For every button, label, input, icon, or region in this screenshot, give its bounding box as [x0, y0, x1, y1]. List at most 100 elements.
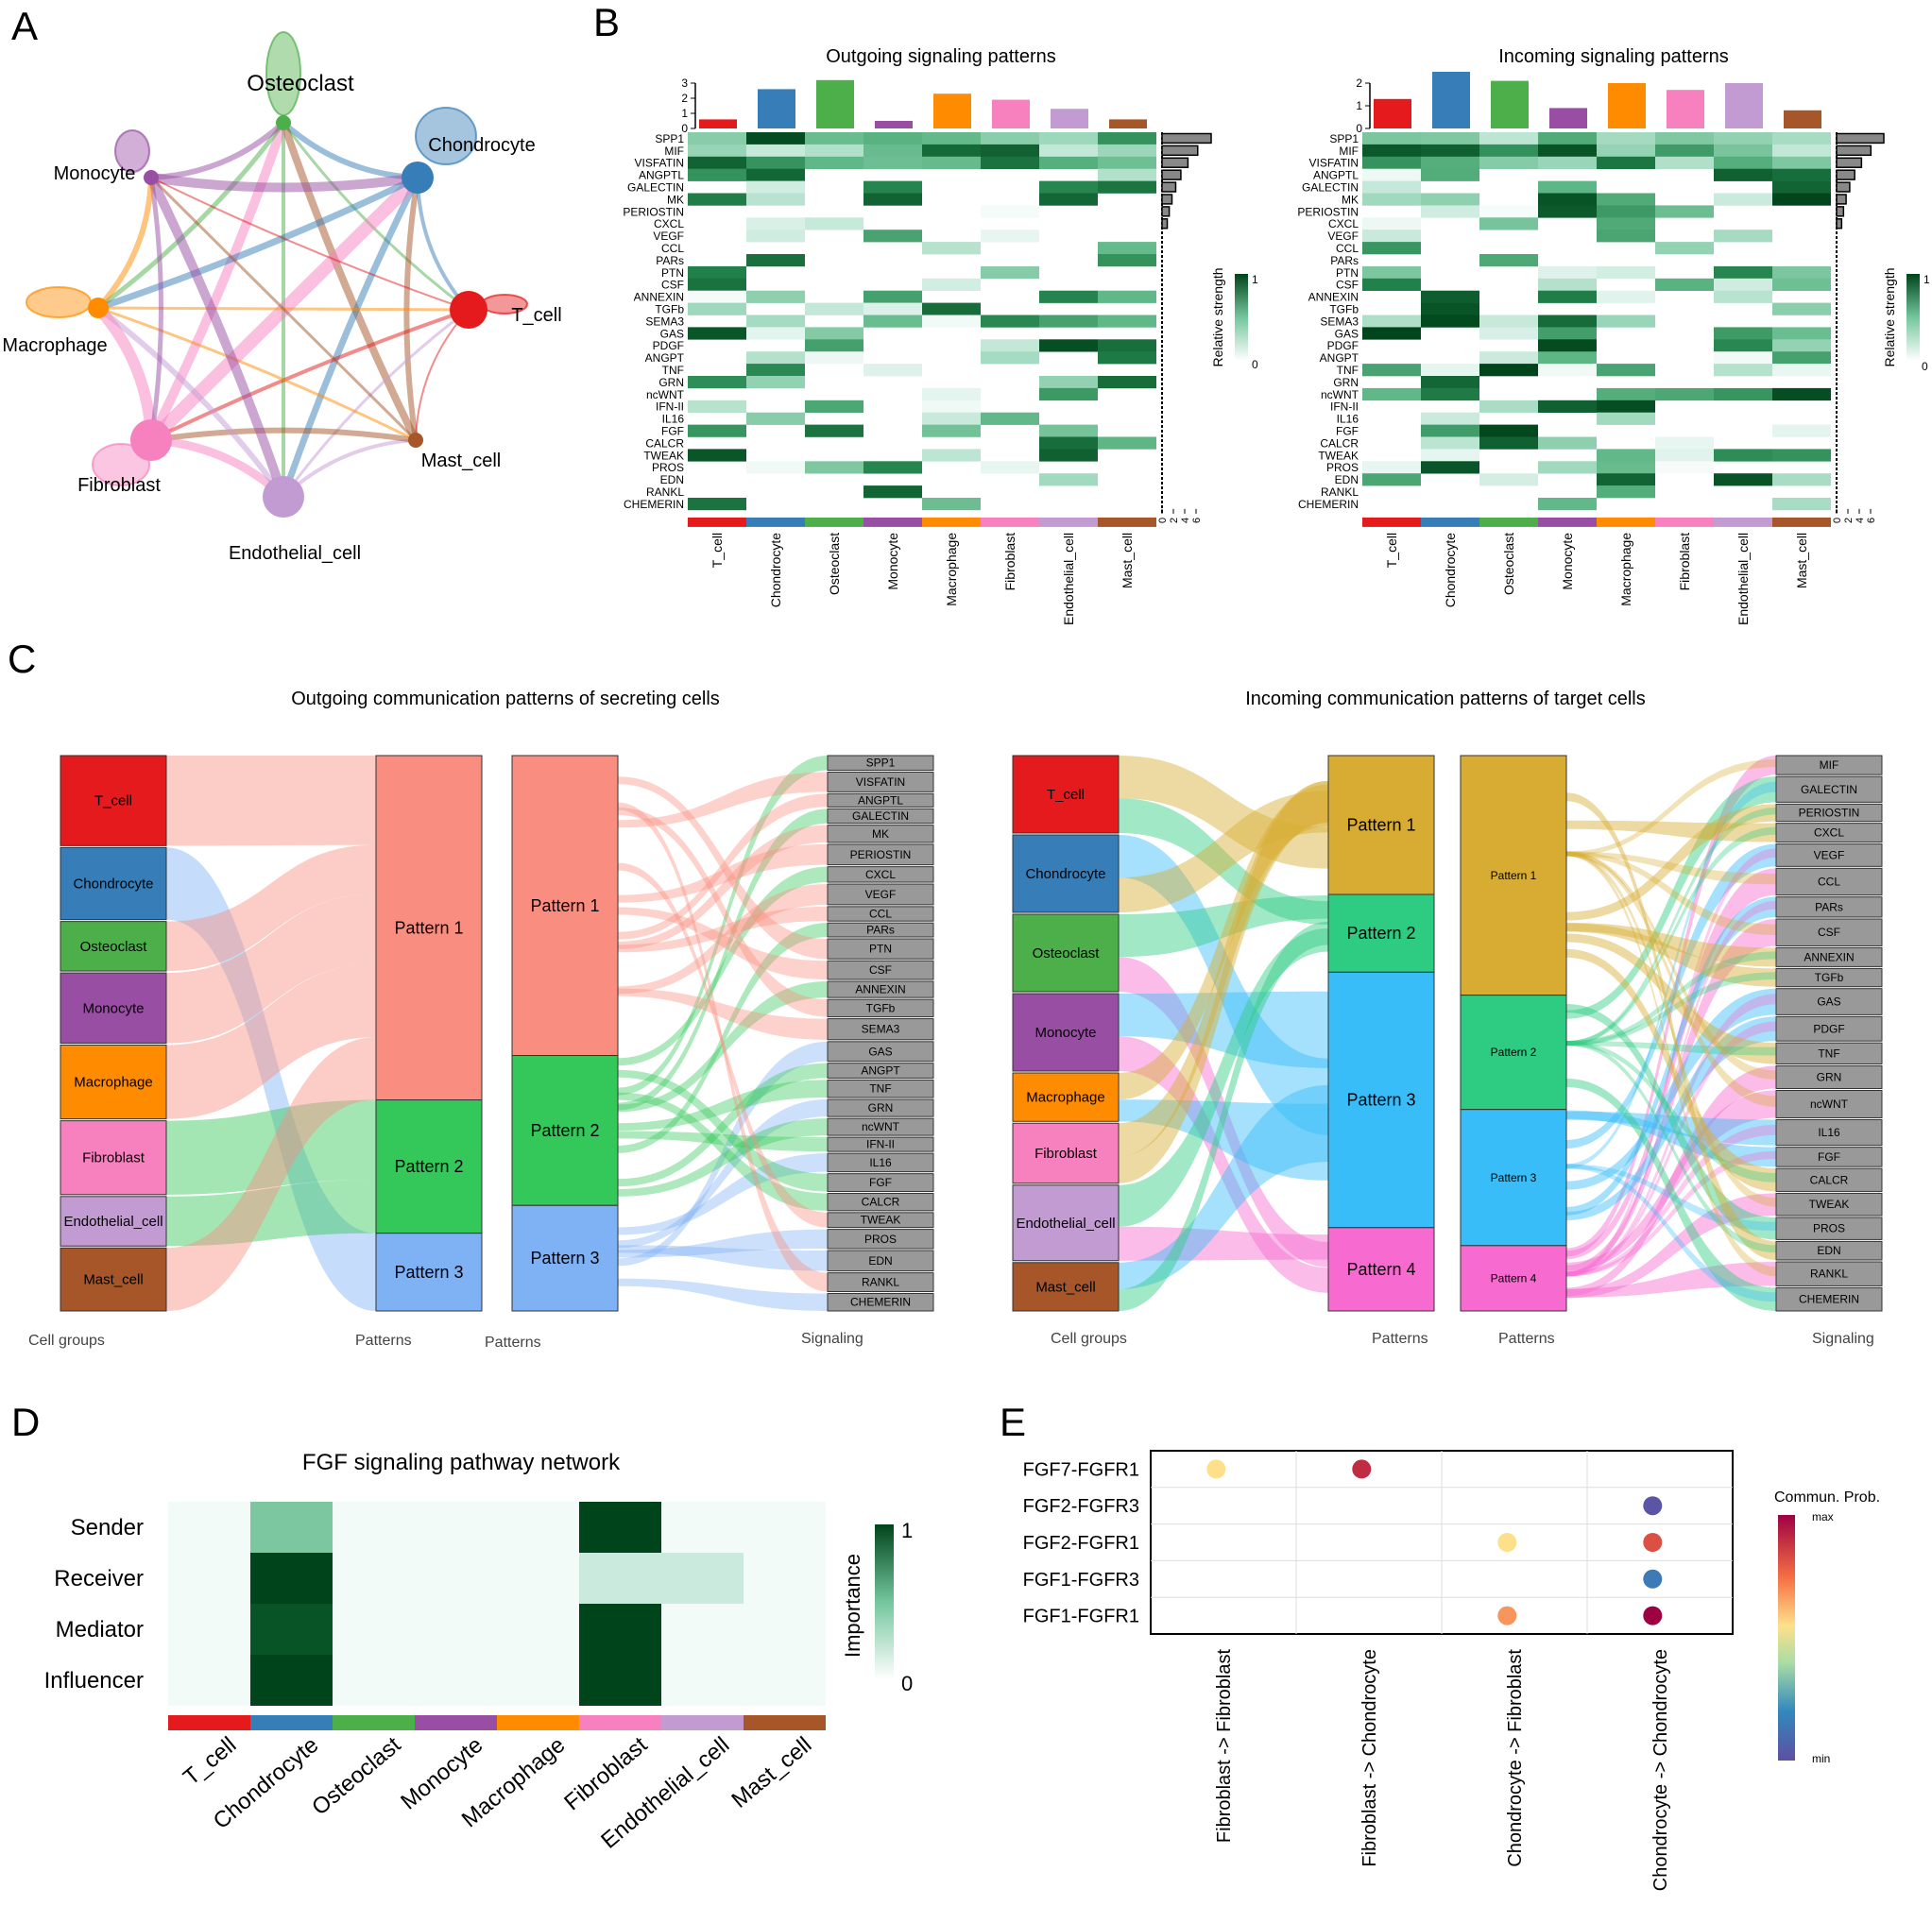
heatmap-cell — [1098, 315, 1156, 328]
alluvial-flow — [618, 1069, 828, 1192]
pathway-label: FGF — [661, 425, 684, 438]
heatmap-cell — [1538, 436, 1597, 450]
signaling-box-label: GALECTIN — [852, 809, 909, 823]
pathway-label: EDN — [660, 473, 684, 486]
pathway-label: PROS — [652, 461, 684, 474]
signaling-box-label: CCL — [1818, 875, 1840, 888]
pathway-label: ncWNT — [646, 388, 685, 401]
signaling-box — [827, 1173, 934, 1193]
heatmap-cell — [1362, 156, 1421, 169]
heatmap-cell — [1098, 351, 1156, 365]
pattern-box-label: Pattern 2 — [394, 1157, 463, 1176]
signaling-box-label: TGFb — [1815, 971, 1844, 984]
network-node-label: Chondrocyte — [428, 135, 535, 156]
heatmap-cell — [863, 180, 922, 194]
heatmap-cell — [746, 351, 805, 365]
heatmap-cell — [922, 412, 981, 425]
signaling-box — [1775, 1217, 1883, 1240]
alluvial-flow — [618, 776, 828, 960]
fgf-heatmap-cell — [661, 1553, 744, 1604]
heatmap-cell — [1039, 339, 1098, 352]
signaling-box-label: CALCR — [1810, 1173, 1849, 1186]
incoming-legend-label: Relative strength — [1882, 267, 1897, 366]
heatmap-cell — [1772, 339, 1831, 352]
panel-label-d: D — [11, 1400, 40, 1444]
heatmap-cell — [1597, 132, 1655, 145]
pattern-box — [1460, 755, 1567, 996]
network-edge — [96, 305, 286, 499]
fgf-heatmap-cell — [579, 1553, 661, 1604]
network-edges — [26, 31, 528, 501]
heatmap-cell — [805, 351, 863, 365]
heatmap-cell — [1538, 278, 1597, 291]
heatmap-cell — [1597, 265, 1655, 280]
alluvial-flow — [1566, 900, 1776, 1277]
c-out-patterns-label-2: Patterns — [485, 1335, 541, 1351]
panel-a-network: OsteoclastChondrocyteT_cellMast_cellEndo… — [2, 31, 562, 564]
side-bar — [1836, 218, 1843, 230]
signaling-box-label: VEGF — [865, 888, 897, 901]
cell-group-box-label: Macrophage — [1026, 1090, 1104, 1106]
heatmap-cell — [1655, 461, 1714, 474]
heatmap-cell — [746, 193, 805, 206]
probability-dot — [1497, 1533, 1517, 1552]
signaling-box — [1775, 1261, 1883, 1286]
heatmap-cell — [805, 339, 863, 352]
pathway-label: PDGF — [653, 339, 684, 352]
side-bar — [1836, 181, 1851, 193]
pathway-label: SPP1 — [1329, 132, 1359, 145]
pathway-label: TGFb — [1329, 303, 1359, 316]
cell-group-box-label: Chondrocyte — [1025, 866, 1105, 882]
heatmap-cell — [1538, 364, 1597, 377]
heatmap-cell — [1039, 144, 1098, 158]
alluvial-flow — [1119, 780, 1328, 1183]
commun-prob-legend-min: min — [1812, 1752, 1830, 1765]
alluvial-flow — [618, 772, 828, 828]
pattern-box — [511, 1055, 619, 1206]
alluvial-flow — [1119, 895, 1328, 958]
alluvial-flow — [1566, 1090, 1776, 1271]
alluvial-flow — [1566, 923, 1776, 987]
alluvial-flow — [1566, 820, 1776, 842]
signaling-box — [827, 1041, 934, 1063]
pattern-box — [1327, 755, 1435, 895]
pathway-label: CALCR — [645, 436, 684, 450]
heatmap-cell — [1538, 327, 1597, 340]
heatmap-cell — [1421, 205, 1479, 218]
alluvial-flow — [1119, 780, 1328, 1157]
pattern-box-label: Pattern 2 — [1346, 924, 1415, 943]
signaling-box — [1775, 967, 1883, 988]
alluvial-flow — [618, 843, 828, 903]
cell-color-bar — [168, 1715, 250, 1730]
alluvial-flow — [1119, 991, 1328, 1068]
top-bar-Chondrocyte — [1432, 72, 1470, 128]
alluvial-flow — [618, 988, 828, 1040]
side-bar — [1836, 194, 1847, 205]
signaling-box-label: CXCL — [1814, 826, 1844, 840]
importance-legend-min: 0 — [901, 1672, 913, 1695]
cell-type-label: Macrophage — [1618, 533, 1633, 606]
side-bar — [1161, 157, 1189, 168]
alluvial-flow — [618, 1063, 828, 1187]
heatmap-cell — [922, 144, 981, 158]
cell-group-box — [60, 755, 167, 846]
heatmap-cell — [1597, 400, 1655, 413]
heatmap-cell — [863, 364, 922, 377]
heatmap-cell — [1362, 364, 1421, 377]
heatmap-cell — [1538, 156, 1597, 169]
signaling-box-label: SPP1 — [866, 757, 896, 770]
probability-dot — [1206, 1459, 1226, 1479]
heatmap-cell — [1039, 473, 1098, 486]
fgf-heatmap-cell — [250, 1604, 333, 1655]
heatmap-cell — [863, 461, 922, 474]
heatmap-cell — [922, 400, 981, 413]
signaling-box — [1775, 1015, 1883, 1042]
heatmap-cell — [1714, 265, 1772, 280]
signaling-box — [1775, 1118, 1883, 1147]
signaling-box-label: CALCR — [862, 1196, 900, 1209]
heatmap-cell — [1714, 193, 1772, 206]
heatmap-cell — [1039, 156, 1098, 169]
signaling-box-label: VISFATIN — [856, 775, 905, 789]
heatmap-cell — [805, 400, 863, 413]
signaling-box-label: GRN — [1817, 1070, 1842, 1083]
